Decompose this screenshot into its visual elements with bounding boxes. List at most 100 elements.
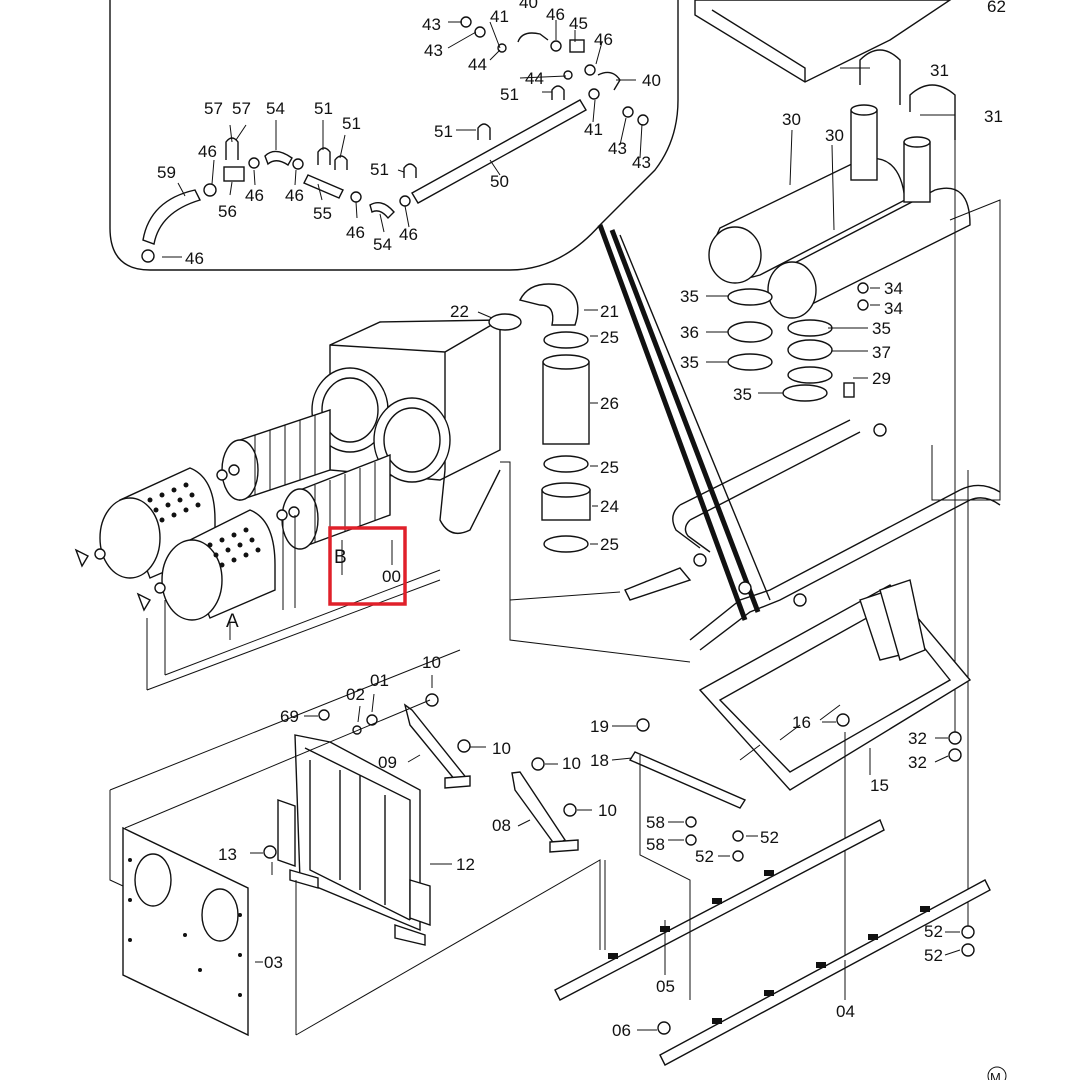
bolt-13 [263, 845, 277, 859]
clamp-41 [588, 88, 600, 100]
u-clamp-51 [334, 155, 348, 170]
flange-37 [787, 339, 833, 361]
nut-43 [460, 16, 472, 28]
part-label: 30 [825, 126, 844, 145]
part-label: 16 [792, 713, 811, 732]
part-label: 09 [378, 753, 397, 772]
part-label: 01 [370, 671, 389, 690]
part-label: 46 [546, 5, 565, 24]
part-label: 31 [930, 61, 949, 80]
detail-callout [109, 0, 771, 621]
bracket-18 [628, 751, 747, 809]
nut-52 [732, 830, 744, 842]
part-label: 57 [204, 99, 223, 118]
elbow-54-bottom [369, 202, 395, 220]
intake-piping [477, 283, 691, 663]
part-label: 59 [157, 163, 176, 182]
stand-assembly [109, 649, 601, 1037]
part-label: 02 [346, 685, 365, 704]
part-label: 58 [646, 835, 665, 854]
nut-34 [857, 299, 869, 311]
part-label: 22 [450, 302, 469, 321]
bolt-01 [366, 714, 378, 726]
part-label: 21 [600, 302, 619, 321]
part-label: 32 [908, 729, 927, 748]
nut-43 [637, 114, 649, 126]
clamp-25 [543, 455, 589, 473]
muffler-assembly [694, 0, 1001, 930]
group-label-b-part: 00 [382, 567, 401, 586]
part-label: 10 [492, 739, 511, 758]
top-cover [694, 0, 952, 83]
part-label: 52 [695, 847, 714, 866]
nut-32 [948, 731, 962, 745]
elbow-21 [518, 283, 579, 326]
washer-58 [685, 834, 697, 846]
part-label: 41 [490, 7, 509, 26]
pipe-50 [411, 99, 587, 204]
part-label: 34 [884, 299, 903, 318]
u-bolt-31 [909, 84, 956, 140]
detail-callout-border [109, 0, 679, 271]
washer-46 [399, 195, 411, 207]
flange-36 [727, 321, 773, 343]
nut-34 [857, 282, 869, 294]
part-label: 43 [632, 153, 651, 172]
bolt-29 [843, 382, 855, 398]
bolt-44 [563, 70, 573, 80]
part-label: 62 [987, 0, 1006, 16]
part-label: 41 [584, 120, 603, 139]
part-label: 58 [646, 813, 665, 832]
air-cleaner-assembly [74, 319, 501, 691]
part-label: 52 [924, 922, 943, 941]
part-label: 43 [608, 139, 627, 158]
corner-mark-circle [987, 1066, 1007, 1080]
stand-12 [294, 734, 421, 932]
part-label: 35 [733, 385, 752, 404]
gasket-35 [727, 288, 773, 306]
part-label: 05 [656, 977, 675, 996]
part-label: 34 [884, 279, 903, 298]
part-label: 51 [500, 85, 519, 104]
part-label: 30 [782, 110, 801, 129]
pipe-lower [689, 489, 971, 651]
part-label: 55 [313, 204, 332, 223]
part-label: 51 [370, 160, 389, 179]
group-label-a: A [226, 611, 239, 632]
part-label: 10 [562, 754, 581, 773]
part-label: 26 [600, 394, 619, 413]
part-label: 25 [600, 458, 619, 477]
washer-46 [350, 191, 362, 203]
part-label: 46 [399, 225, 418, 244]
bolt-10 [457, 739, 471, 753]
part-label: 44 [525, 69, 544, 88]
hose-59 [142, 189, 201, 245]
washer-46 [141, 249, 155, 263]
part-label: 12 [456, 855, 475, 874]
frame-15 [698, 579, 972, 960]
part-label: 18 [590, 751, 609, 770]
part-number-labels: 40 41 46 45 46 40 62 43 43 44 44 51 41 4… [157, 0, 1006, 1040]
wing-nut [136, 592, 151, 612]
bracket-08 [511, 771, 567, 846]
hose-55 [303, 174, 344, 199]
pipe-26 [542, 361, 590, 445]
part-label: 46 [346, 223, 365, 242]
part-label: 08 [492, 816, 511, 835]
part-label: 46 [285, 186, 304, 205]
bolt-10 [563, 803, 577, 817]
clamp-25 [543, 535, 589, 553]
part-label: 51 [342, 114, 361, 133]
elbow-40-right [597, 71, 621, 91]
part-label: 36 [680, 323, 699, 342]
part-label: 43 [424, 41, 443, 60]
elbow-54-top [264, 150, 293, 166]
wing-nut [74, 548, 89, 568]
u-clamp-51 [477, 123, 491, 140]
gasket-35 [782, 384, 828, 402]
bolt-06 [657, 1021, 671, 1035]
part-label: 40 [642, 71, 661, 90]
part-label: 56 [218, 202, 237, 221]
part-label: 29 [872, 369, 891, 388]
